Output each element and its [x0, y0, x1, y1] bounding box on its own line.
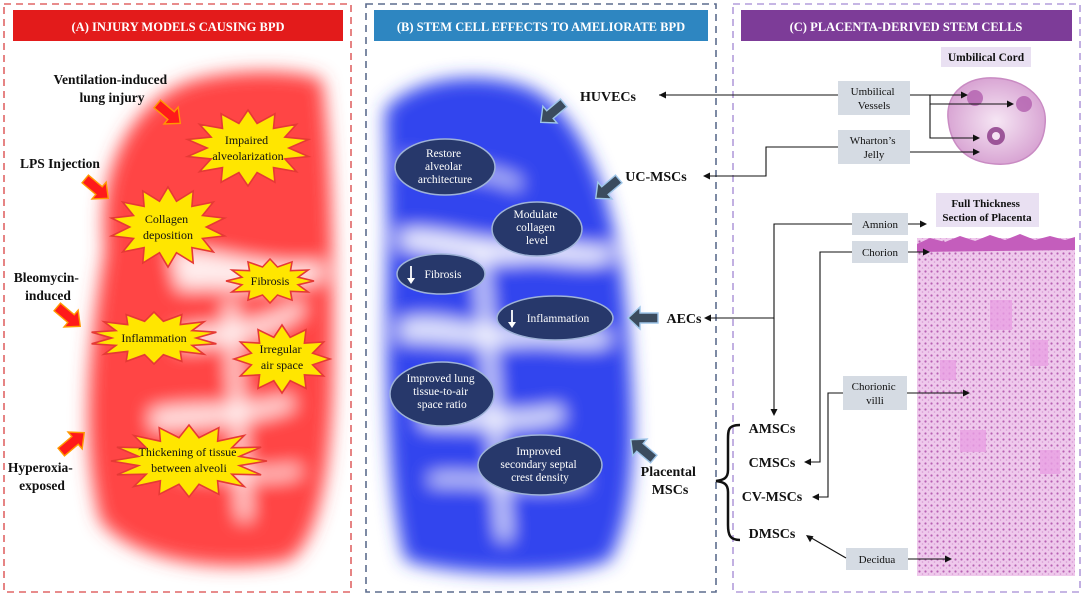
effect-label: Collagen deposition [143, 212, 193, 242]
starburst [184, 108, 312, 188]
effect-label: Thickening of tissue between alveoli [139, 445, 240, 475]
source-box [852, 213, 908, 235]
umbilical-title: Umbilical Cord [948, 52, 1025, 64]
starburst-group [91, 108, 333, 499]
msc-type-label: CMSCs [749, 456, 796, 471]
dark-arrow [539, 98, 568, 124]
source-box [838, 81, 910, 115]
injury-model-label: LPS Injection [20, 156, 100, 171]
starburst [225, 257, 315, 305]
source-box [846, 548, 908, 570]
panel-a-header [13, 10, 343, 41]
panel-c-title: (C) PLACENTA-DERIVED STEM CELLS [790, 20, 1023, 34]
cell-type-label: HUVECs [580, 90, 637, 105]
umbilical-cord-image [947, 77, 1046, 165]
dark-arrow [594, 174, 623, 200]
red-arrow [53, 302, 82, 328]
injury-model-label: Bleomycin- induced [14, 270, 83, 303]
msc-type-label: AMSCs [749, 422, 796, 437]
effect-oval [491, 201, 583, 257]
panel-b-title: (B) STEM CELL EFFECTS TO AMELIORATE BPD [397, 20, 685, 34]
source-box [843, 376, 907, 410]
msc-type-label: CV-MSCs [742, 490, 803, 505]
panel-c-frame [732, 3, 1081, 593]
source-label: Chorion [862, 247, 899, 259]
panel-a: (A) INJURY MODELS CAUSING BPD Ventilatio… [3, 3, 352, 593]
oval-label: Improved lung tissue-to-air space ratio [407, 373, 478, 411]
panel-a-title: (A) INJURY MODELS CAUSING BPD [72, 20, 285, 34]
red-arrow [81, 174, 110, 200]
placenta-title-box [936, 193, 1039, 227]
effect-label: Fibrosis [251, 274, 290, 288]
starburst [91, 310, 217, 366]
cell-type-label: Placental MSCs [641, 465, 700, 498]
dark-arrow [629, 438, 658, 464]
effect-oval [496, 295, 614, 341]
down-arrow-icon [407, 266, 415, 284]
red-arrow [153, 99, 182, 125]
panel-a-frame [3, 3, 352, 593]
connector-lines [659, 91, 1014, 563]
panel-b-header [374, 10, 708, 41]
oval-label: Fibrosis [424, 269, 462, 281]
source-label: Wharton’s Jelly [850, 135, 899, 161]
starburst [110, 423, 268, 499]
oval-label: Improved secondary septal crest density [500, 446, 579, 484]
brace [715, 423, 741, 542]
injury-model-label: Hyperoxia- exposed [8, 460, 76, 493]
placenta-section-image [917, 234, 1075, 576]
umbilical-title-box [941, 47, 1031, 67]
panel-b: (B) STEM CELL EFFECTS TO AMELIORATE BPD … [365, 3, 717, 593]
effect-label: Impaired alveolarization [212, 133, 283, 163]
starburst [231, 323, 333, 395]
oval-label: Modulate collagen level [514, 209, 561, 247]
effect-oval [477, 434, 603, 496]
source-box [838, 130, 910, 164]
panel-c: (C) PLACENTA-DERIVED STEM CELLS Umbilica… [715, 3, 1081, 593]
source-label: Decidua [859, 554, 896, 566]
injury-model-label: Ventilation-induced lung injury [54, 72, 171, 105]
source-label: Amnion [862, 219, 899, 231]
panel-b-frame [365, 3, 717, 593]
panel-c-header [741, 10, 1072, 41]
starburst [108, 185, 228, 269]
oval-label: Inflammation [527, 313, 590, 325]
effect-label: Irregular air space [260, 342, 305, 372]
source-box [852, 241, 908, 263]
red-arrow [57, 431, 86, 457]
effect-oval [389, 361, 495, 427]
effect-oval [394, 138, 496, 196]
placenta-title: Full Thickness Section of Placenta [942, 198, 1032, 224]
cell-type-label: UC-MSCs [625, 170, 687, 185]
source-label: Chorionic villi [852, 381, 899, 407]
dark-arrow [626, 305, 659, 331]
msc-type-label: DMSCs [749, 527, 796, 542]
effect-oval [396, 253, 486, 295]
oval-label: Restore alveolar architecture [418, 148, 472, 186]
down-arrow-icon [508, 310, 516, 328]
source-label: Umbilical Vessels [851, 86, 898, 112]
effect-label: Inflammation [121, 331, 186, 345]
cell-type-label: AECs [666, 312, 702, 327]
